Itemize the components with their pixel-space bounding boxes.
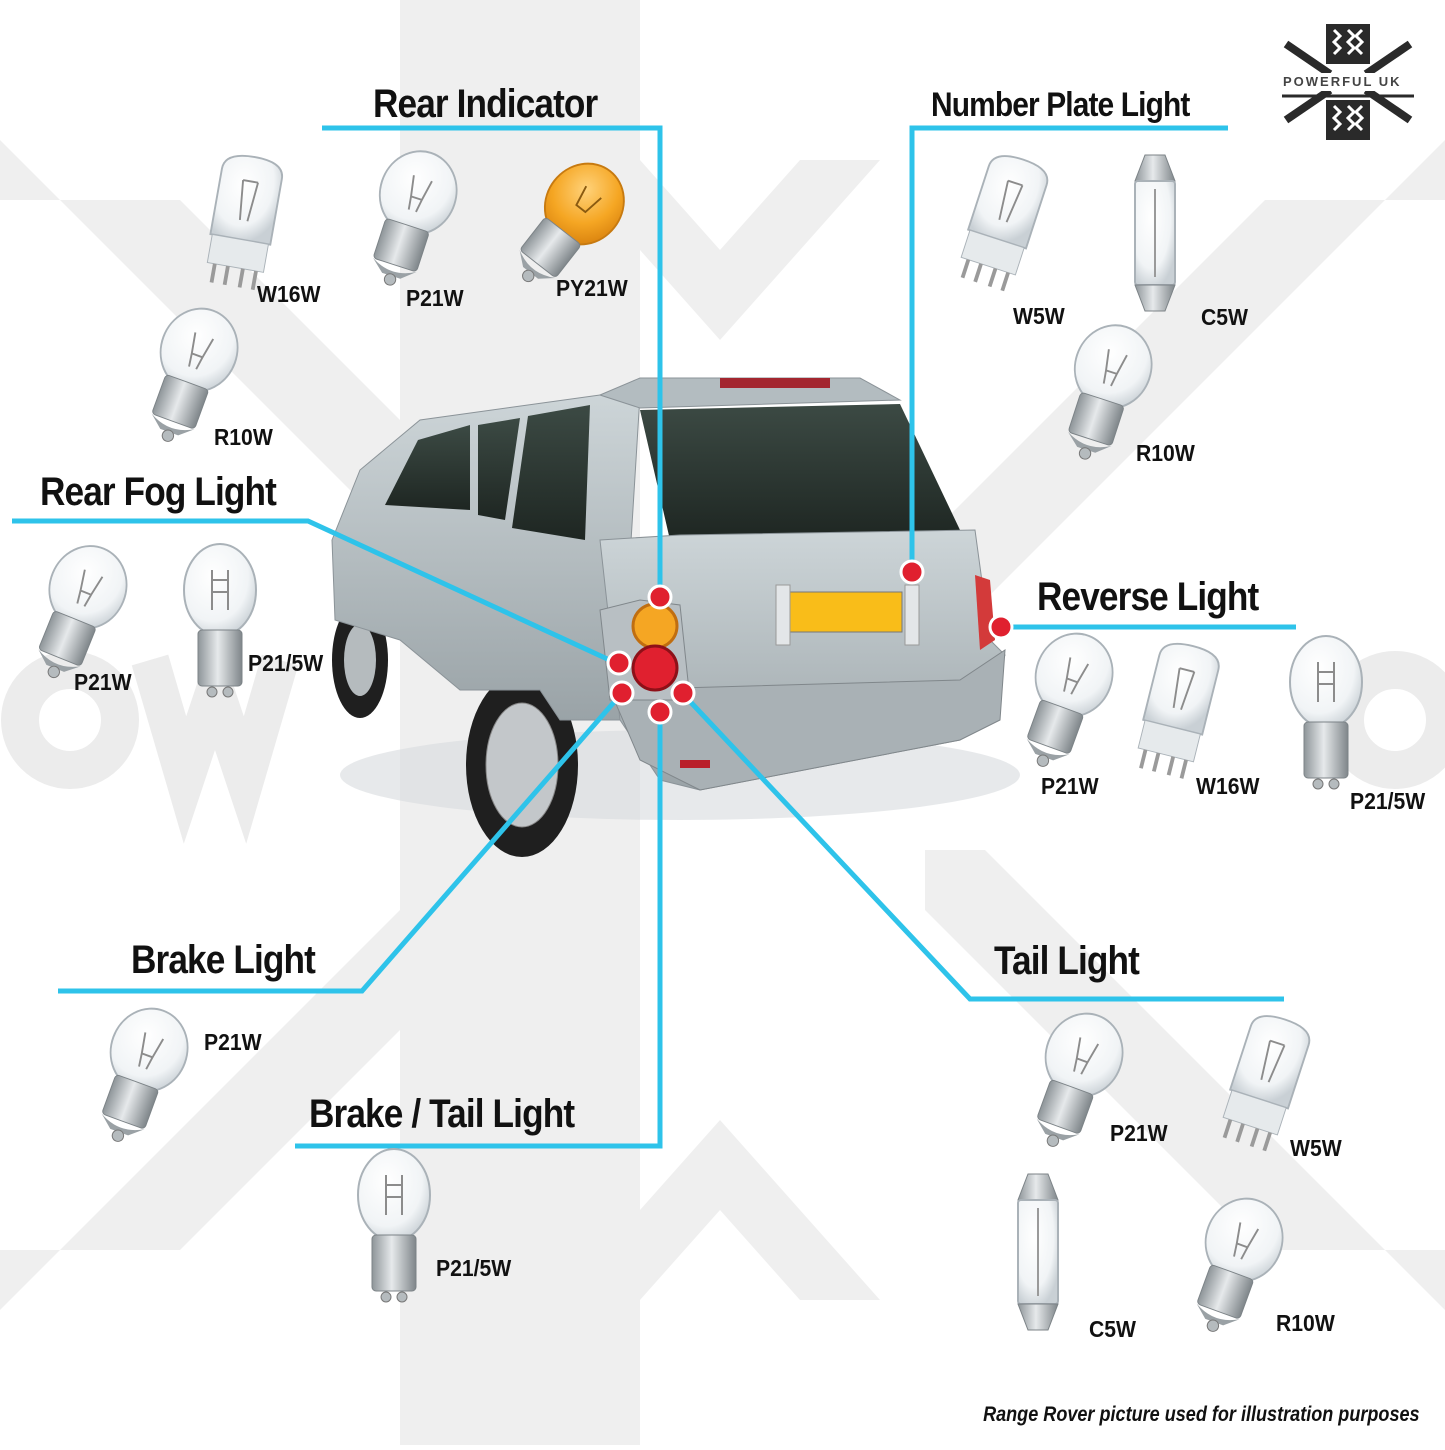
brand-logo-text: POWERFUL UK	[1283, 74, 1402, 89]
marker-dots	[606, 559, 1014, 725]
title-rear-fog-light: Rear Fog Light	[40, 470, 277, 514]
bulb-code: P21/5W	[248, 650, 324, 676]
bulb-code: PY21W	[556, 275, 628, 301]
bulb-code: R10W	[214, 424, 273, 450]
title-reverse-light: Reverse Light	[1037, 575, 1259, 619]
title-brake-light: Brake Light	[131, 938, 316, 982]
leader-rear-fog	[12, 518, 618, 666]
bulb-code: P21W	[406, 285, 464, 311]
festoon-bulb-icon	[1134, 154, 1176, 312]
leader-brake-tail	[295, 712, 663, 1149]
wedge-bulb-icon	[951, 148, 1054, 296]
car-illustration	[331, 377, 1020, 857]
bulb-code: R10W	[1136, 440, 1195, 466]
bulb-code: R10W	[1276, 1310, 1335, 1336]
bulb-code: P21W	[74, 669, 132, 695]
dual-filament-bulb-icon	[183, 543, 257, 698]
title-brake-tail-light: Brake / Tail Light	[309, 1092, 575, 1136]
wedge-bulb-icon	[1129, 636, 1225, 783]
bulb-code: W5W	[1013, 303, 1065, 329]
bulb-code: W16W	[257, 281, 321, 307]
wedge-bulb-icon	[200, 149, 287, 294]
illustration-footnote: Range Rover picture used for illustratio…	[983, 1403, 1420, 1426]
leader-brake	[58, 691, 624, 994]
bulb-code: W5W	[1290, 1135, 1342, 1161]
bulb-code: C5W	[1089, 1316, 1137, 1342]
leader-tail	[681, 692, 1284, 1002]
leader-rear-indicator	[322, 125, 663, 597]
leader-number-plate	[909, 125, 1228, 568]
leader-lines	[12, 125, 1296, 1149]
title-number-plate-light: Number Plate Light	[931, 86, 1190, 124]
bulb-code: W16W	[1196, 773, 1260, 799]
bayonet-bulb-icon	[1004, 621, 1126, 781]
bulb-code: C5W	[1201, 304, 1249, 330]
bulb-code: P21W	[204, 1029, 262, 1055]
bulb-code: P21/5W	[1350, 788, 1426, 814]
title-rear-indicator: Rear Indicator	[373, 82, 598, 126]
bulb-code: P21W	[1041, 773, 1099, 799]
bulb-code: P21W	[1110, 1120, 1168, 1146]
title-tail-light: Tail Light	[994, 939, 1140, 983]
bulb-code: P21/5W	[436, 1255, 512, 1281]
brand-logo	[1282, 24, 1414, 140]
festoon-bulb-icon	[1017, 1173, 1059, 1331]
